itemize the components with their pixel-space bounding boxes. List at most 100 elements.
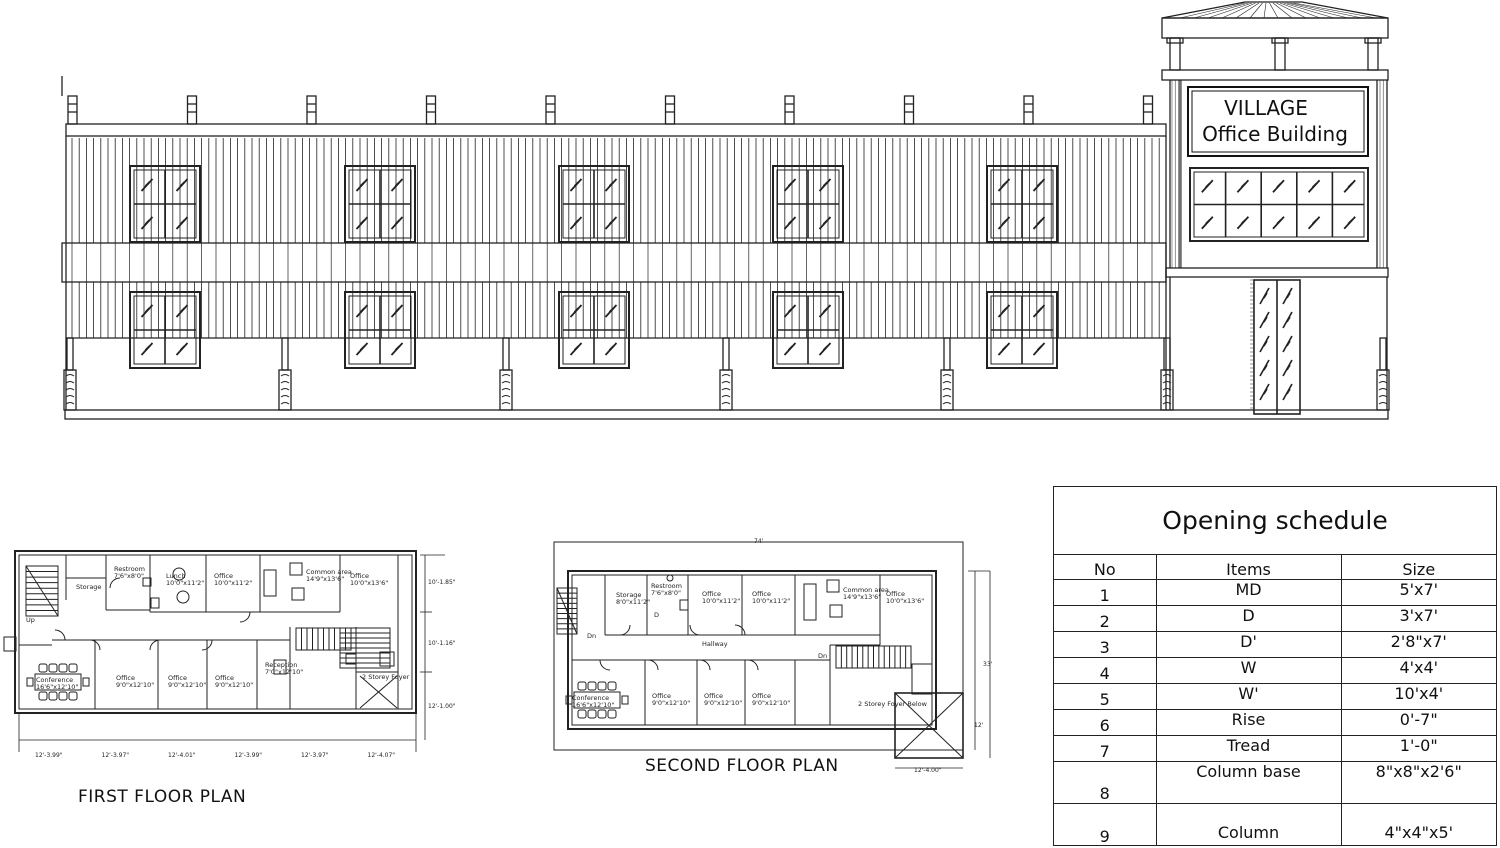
schedule-cell-size: 10'x4' (1340, 683, 1496, 710)
column (63, 337, 77, 411)
building-sign: VILLAGE Office Building (1187, 86, 1369, 157)
plan-label: 10'0"x11'2" (752, 597, 790, 605)
window-upper (129, 165, 201, 243)
window-upper (344, 165, 416, 243)
second-floor-labels: Storage8'0"x11'2"Restroom7'6"x8'0"Office… (572, 538, 993, 774)
window-upper (772, 165, 844, 243)
tower-window (1189, 167, 1369, 242)
plan-label: Office (215, 674, 234, 682)
schedule-cell-size: 8"x8"x2'6" (1340, 761, 1496, 804)
header-size: Size (1340, 555, 1496, 580)
schedule-cell-size: 2'8"x7' (1340, 631, 1496, 658)
plan-label: 74' (754, 538, 764, 545)
ground-slab (64, 409, 1389, 420)
schedule-header-row: No Items Size (1054, 555, 1496, 580)
schedule-cell-size: 1'-0" (1340, 735, 1496, 762)
plan-label: Lunch (166, 572, 185, 580)
main-door (1250, 279, 1301, 415)
plan-label: 12'-4.01" (168, 752, 196, 759)
plan-label: 12'-3.99" (35, 752, 63, 759)
plan-label: Office (350, 572, 369, 580)
plan-label: 9'0"x12'10" (116, 681, 154, 689)
plan-label: 9'0"x12'10" (704, 699, 742, 707)
window-lower (986, 291, 1058, 369)
schedule-cell-no: 1 (1054, 579, 1156, 606)
plan-label: 8'0"x11'2" (616, 598, 650, 606)
plan-label: Conference (572, 694, 609, 702)
second-floor-plan (553, 541, 991, 769)
plan-label: Office (652, 692, 671, 700)
plan-label: Storage (616, 591, 641, 599)
plan-label: Office (116, 674, 135, 682)
schedule-cell-item: W (1155, 657, 1341, 684)
plan-label: Restroom (651, 582, 682, 590)
plan-label: 14'9"x13'6" (306, 575, 344, 583)
plan-label: 10'0"x13'6" (886, 597, 924, 605)
window-lower (129, 291, 201, 369)
opening-schedule-title: Opening schedule (1054, 487, 1496, 555)
plan-label: 2 Storey Foyer Below (858, 700, 928, 708)
plan-label: 7'6"x8'0" (114, 572, 144, 580)
parapet-post (1023, 95, 1034, 125)
plan-label: 16'6"x12'10" (572, 701, 614, 709)
parapet-post (306, 95, 317, 125)
sign-line-1: VILLAGE (1224, 96, 1308, 120)
schedule-cell-no: 2 (1054, 605, 1156, 632)
plan-label: Storage (76, 583, 101, 591)
schedule-cell-no: 3 (1054, 631, 1156, 658)
plan-label: Restroom (114, 565, 145, 573)
schedule-cell-item: Rise (1155, 709, 1341, 736)
parapet-post (903, 95, 915, 125)
plan-label: 9'0"x12'10" (168, 681, 206, 689)
plan-label: 7'0"x12'10" (265, 668, 303, 676)
plan-label: 12'-4.00" (914, 767, 942, 774)
second-floor-furniture (556, 574, 933, 719)
first-floor-furniture (3, 562, 395, 701)
column (278, 337, 292, 411)
schedule-cell-item: D (1155, 605, 1341, 632)
plan-label: 2 Storey Foyer (362, 673, 410, 681)
window-lower (344, 291, 416, 369)
schedule-cell-no: 5 (1054, 683, 1156, 710)
second-floor-plan-title: SECOND FLOOR PLAN (645, 756, 839, 776)
parapet-post (545, 95, 556, 125)
plan-label: 10'0"x11'2" (702, 597, 740, 605)
plan-label: 9'0"x12'10" (652, 699, 690, 707)
parapet-post (664, 95, 676, 125)
plan-label: Office (752, 692, 771, 700)
first-floor-plan (14, 550, 445, 752)
header-items: Items (1155, 555, 1341, 580)
column (940, 337, 954, 411)
parapet-post (1142, 95, 1154, 125)
schedule-cell-no: 9 (1054, 803, 1156, 846)
plan-label: 10'0"x11'2" (214, 579, 252, 587)
plan-label: Common area (306, 568, 352, 576)
schedule-cell-item: Column base (1155, 761, 1341, 804)
plan-label: Office (702, 590, 721, 598)
sign-line-2: Office Building (1202, 122, 1348, 146)
plan-label: Dn (587, 632, 596, 640)
parapet-post (425, 95, 437, 125)
schedule-cell-size: 5'x7' (1340, 579, 1496, 606)
schedule-cell-item: MD (1155, 579, 1341, 606)
window-lower (558, 291, 630, 369)
schedule-cell-item: D' (1155, 631, 1341, 658)
schedule-cell-item: W' (1155, 683, 1341, 710)
plan-label: Reception (265, 661, 297, 669)
plan-label: Office (752, 590, 771, 598)
schedule-cell-size: 4'x4' (1340, 657, 1496, 684)
schedule-cell-no: 4 (1054, 657, 1156, 684)
plan-label: 16'6"x12'10" (36, 683, 78, 691)
plan-label: 12'-1.00" (428, 703, 456, 710)
